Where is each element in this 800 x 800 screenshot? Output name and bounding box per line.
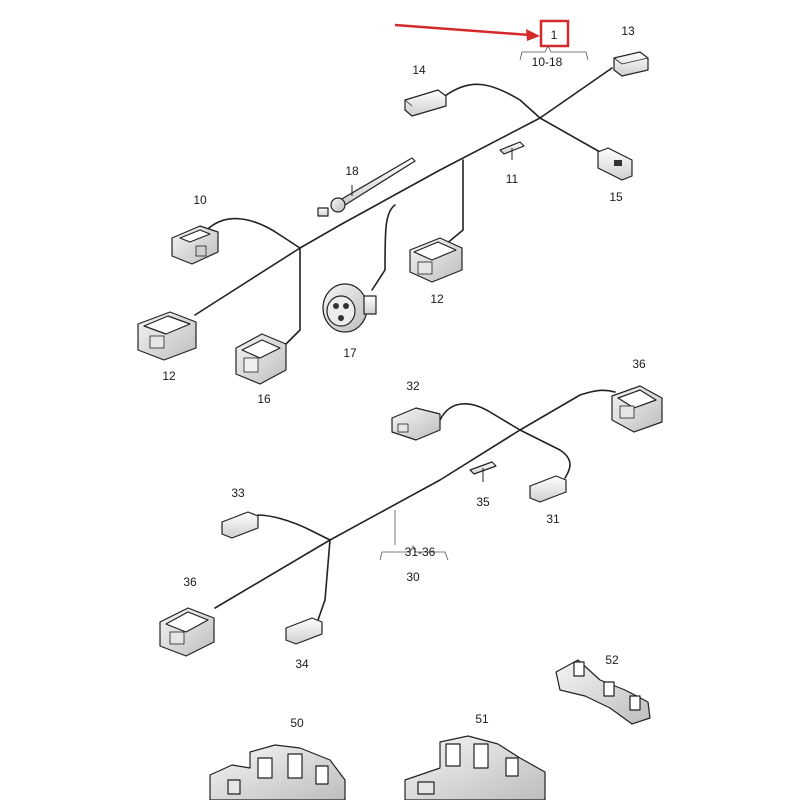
- label-36-left: 36: [183, 575, 197, 589]
- label-18: 18: [345, 164, 359, 178]
- connector-31: [529, 475, 567, 503]
- label-51: 51: [475, 712, 489, 726]
- clip-35: [469, 461, 497, 482]
- connector-33: [221, 511, 259, 539]
- connector-13: [613, 51, 649, 77]
- label-31-36: 31-36: [405, 545, 436, 559]
- lower-harness-wires: [214, 389, 616, 621]
- label-33: 33: [231, 486, 245, 500]
- connector-34: [285, 617, 323, 645]
- connector-14: [404, 89, 447, 117]
- label-13: 13: [621, 24, 635, 38]
- label-12-middle: 12: [430, 292, 444, 306]
- upper-harness-wires: [194, 67, 613, 346]
- label-14: 14: [412, 63, 426, 77]
- connector-10: [171, 225, 219, 265]
- label-50: 50: [290, 716, 304, 730]
- label-11: 11: [506, 172, 519, 186]
- highlight-box: [539, 19, 570, 48]
- red-arrow-icon: [394, 23, 540, 41]
- label-36-right: 36: [632, 357, 646, 371]
- label-10: 10: [193, 193, 207, 207]
- brace-31-36: [379, 545, 449, 561]
- clip-icon: [499, 141, 525, 160]
- label-52: 52: [605, 653, 619, 667]
- cable-tie-icon: [317, 157, 416, 217]
- label-34: 34: [295, 657, 309, 671]
- label-16: 16: [257, 392, 271, 406]
- connector-36-left: [159, 607, 215, 657]
- connector-17: [322, 283, 377, 333]
- connector-16: [235, 333, 287, 385]
- bracket-51: [404, 735, 546, 800]
- label-30: 30: [406, 570, 420, 584]
- label-32: 32: [406, 379, 420, 393]
- connector-36-right: [611, 385, 663, 433]
- label-1: 1: [551, 28, 558, 42]
- label-12-left: 12: [162, 369, 176, 383]
- connector-12-middle: [409, 237, 463, 283]
- connector-15: [597, 147, 633, 181]
- label-10-18: 10-18: [532, 55, 563, 69]
- bracket-52: [555, 659, 651, 725]
- connector-12-left: [137, 311, 197, 361]
- label-15: 15: [609, 190, 623, 204]
- label-31: 31: [546, 512, 560, 526]
- label-17: 17: [343, 346, 357, 360]
- label-35: 35: [476, 495, 490, 509]
- bracket-50: [209, 744, 346, 800]
- brace-10-18: [519, 45, 589, 61]
- connector-32: [391, 407, 441, 441]
